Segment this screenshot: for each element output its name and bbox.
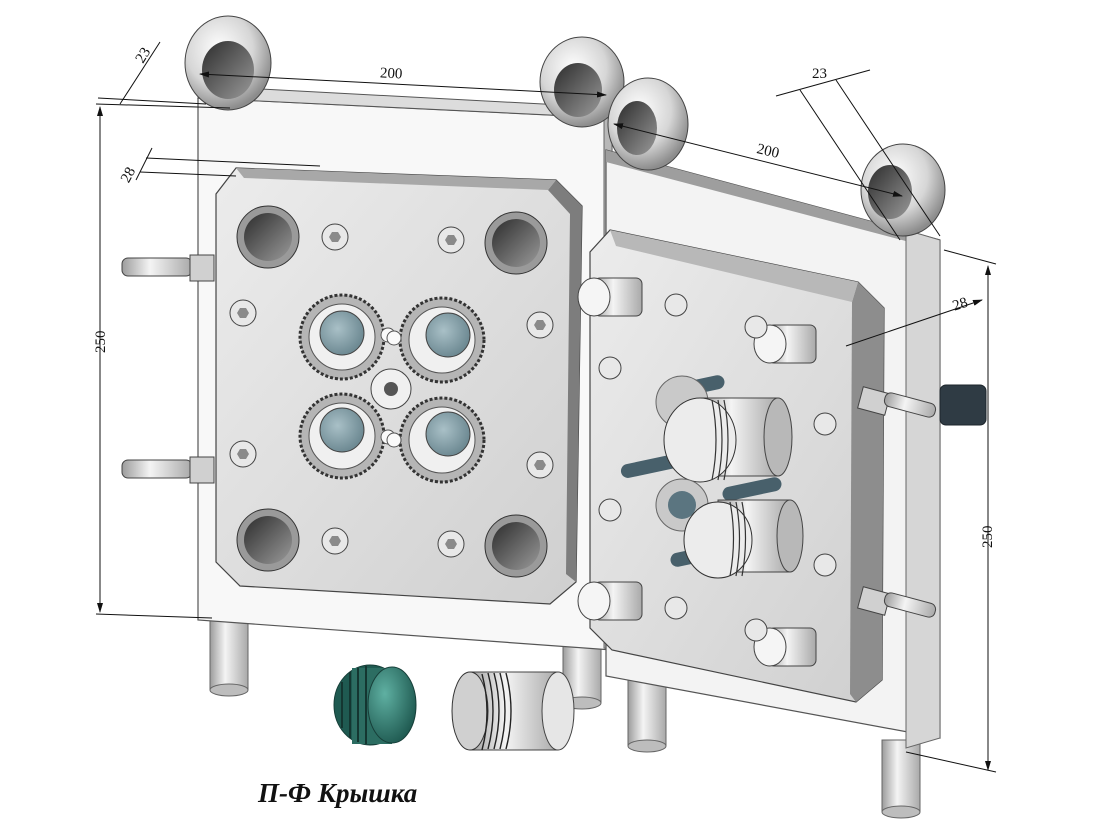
cap-part [333,664,417,746]
right-water-fittings [857,384,987,618]
drawing-caption: П-Ф Крышка [258,778,418,808]
dim-ring-diameter-right: 23 [812,66,827,82]
right-guide-pins [577,277,817,667]
dim-ring-spacing-right: 200 [755,141,781,162]
left-guide-bushings [236,205,548,578]
dim-plate-offset-right: 28 [951,295,970,315]
dim-ring-spacing-left: 200 [379,65,402,82]
left-mold-half [121,15,625,710]
molded-parts [333,664,575,751]
left-water-fittings [121,254,215,484]
core-part [451,671,575,751]
ejector-rod [939,384,987,426]
right-cores [620,375,804,579]
dim-ring-diameter-left: 23 [133,45,155,66]
dim-height-left: 250 [93,331,109,354]
left-guide-pillar-1 [209,611,249,691]
dim-plate-offset-left: 28 [118,165,139,186]
dim-height-right: 250 [980,526,996,549]
right-socket-screws [598,293,837,642]
right-mold-half [577,77,987,819]
left-cavities [298,293,486,484]
dimension-lines [95,41,997,773]
dimension-labels: 23 200 28 250 23 200 28 250 [93,45,996,548]
right-guide-pillar-2 [881,739,921,813]
